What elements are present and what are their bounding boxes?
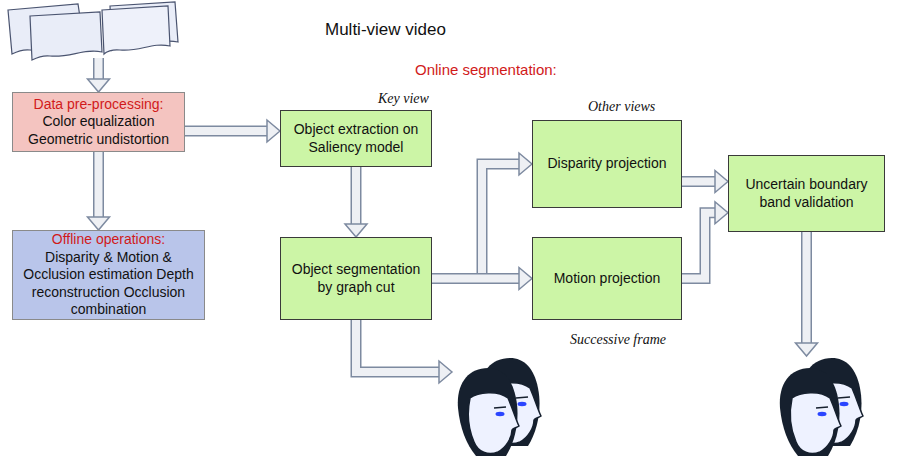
process-box: Disparity projection <box>532 120 682 208</box>
box-text: Uncertain boundary band validation <box>735 176 878 211</box>
flow-arrow <box>432 268 532 290</box>
flow-arrow-illustration <box>796 232 818 356</box>
box-title: Data pre-processing: <box>34 96 164 114</box>
process-box: Motion projection <box>532 237 682 320</box>
annotation-label: Other views <box>588 99 655 116</box>
annotation-label: Multi-view video <box>325 20 446 40</box>
process-box: Offline operations:Disparity & Motion & … <box>12 230 205 320</box>
flow-arrow <box>88 152 110 230</box>
box-text: Disparity projection <box>547 155 666 173</box>
flow-arrow <box>345 167 367 237</box>
group-title: Online segmentation: <box>415 61 557 79</box>
box-text: Disparity & Motion & Occlusion estimatio… <box>19 249 198 319</box>
process-box: Object segmentation by graph cut <box>280 237 432 320</box>
flow-arrow-illustration <box>88 58 110 92</box>
video-frames-icon <box>8 2 178 60</box>
flow-arrow <box>432 153 532 279</box>
person-icon <box>780 358 863 456</box>
box-text: Object segmentation by graph cut <box>287 261 425 296</box>
box-text: Object extraction on Saliency model <box>287 121 425 156</box>
person-icon <box>458 358 541 456</box>
flow-arrow <box>682 202 728 279</box>
flow-arrow-illustration <box>356 320 452 383</box>
group-panel: Online segmentation: Object extraction on… <box>272 50 905 352</box>
flow-arrow <box>682 171 728 193</box>
annotation-label: Successive frame <box>570 332 666 349</box>
process-box: Object extraction on Saliency model <box>280 110 432 167</box>
box-text: Motion projection <box>554 270 661 288</box>
process-box: Data pre-processing:Color equalization G… <box>12 92 185 152</box>
box-text: Color equalization Geometric undistortio… <box>19 113 178 148</box>
process-box: Uncertain boundary band validation <box>728 155 885 232</box>
annotation-label: Key view <box>378 91 429 108</box>
box-title: Offline operations: <box>52 231 165 249</box>
flow-arrow <box>185 120 280 142</box>
